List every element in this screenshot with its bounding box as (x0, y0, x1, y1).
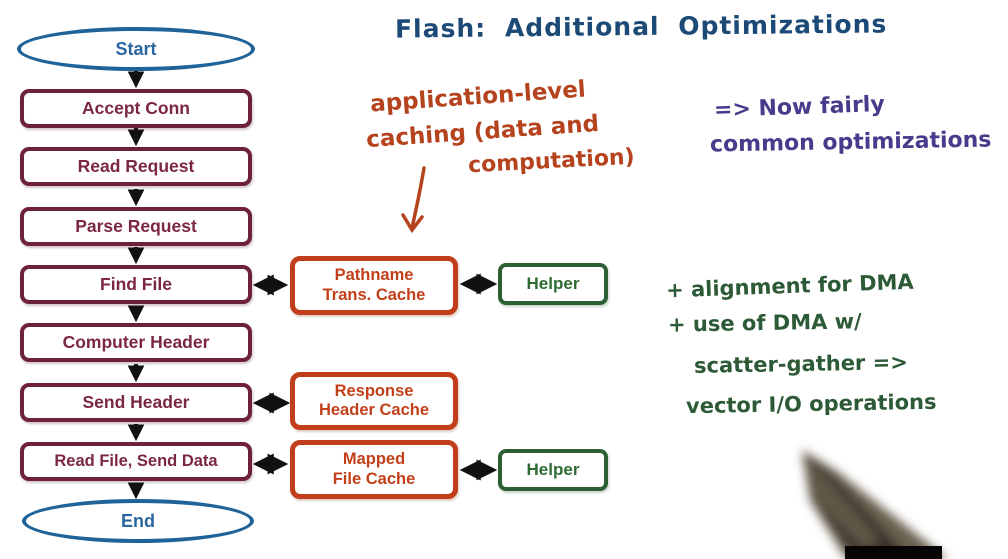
step-label: Read Request (77, 156, 195, 176)
note-dma-line2: + use of DMA w/ (667, 309, 862, 337)
cache-response-header: Response Header Cache (290, 372, 458, 430)
step-read-file-send-data: Read File, Send Data (20, 442, 252, 481)
annotation-arrow (401, 166, 426, 234)
step-parse-request: Parse Request (20, 207, 252, 246)
step-label: Find File (100, 274, 172, 294)
note-now-common-line2: common optimizations (709, 127, 992, 158)
cache-label-line1: Mapped (342, 450, 406, 469)
cache-mapped-file: Mapped File Cache (290, 440, 458, 499)
cache-label-line2: File Cache (332, 469, 416, 488)
note-dma-line4: vector I/O operations (685, 389, 937, 419)
note-app-caching-line1: application-level (369, 76, 587, 118)
helper-label: Helper (526, 274, 580, 293)
note-app-caching-line2: caching (data and (365, 110, 600, 154)
step-send-header: Send Header (20, 383, 252, 422)
step-computer-header: Computer Header (20, 323, 252, 362)
note-dma-line3: scatter-gather => (693, 350, 909, 378)
step-label: Computer Header (62, 332, 210, 352)
step-label: Read File, Send Data (54, 452, 218, 470)
cache-pathname-trans: Pathname Trans. Cache (290, 256, 458, 315)
cache-label-line1: Pathname (334, 266, 414, 285)
step-accept-conn: Accept Conn (20, 89, 252, 128)
helper-box-2: Helper (498, 449, 608, 491)
video-caption-bar (845, 546, 942, 559)
end-label: End (121, 510, 155, 531)
note-now-common-line1: => Now fairly (713, 92, 886, 123)
helper-label: Helper (526, 460, 580, 479)
step-read-request: Read Request (20, 147, 252, 186)
flow-terminal-end: End (22, 499, 254, 543)
step-label: Accept Conn (82, 98, 190, 118)
flow-terminal-start: Start (17, 27, 255, 71)
cache-label-line2: Trans. Cache (322, 285, 426, 304)
step-find-file: Find File (20, 265, 252, 304)
page-title: Flash: Additional Optimizations (394, 9, 888, 44)
cache-label-line1: Response (334, 381, 414, 400)
start-label: Start (115, 38, 157, 59)
cache-label-line2: Header Cache (318, 401, 430, 419)
helper-box-1: Helper (498, 263, 608, 305)
note-dma-line1: + alignment for DMA (665, 269, 915, 303)
note-app-caching-line3: computation) (467, 144, 636, 179)
step-label: Send Header (82, 392, 190, 412)
step-label: Parse Request (75, 216, 197, 236)
